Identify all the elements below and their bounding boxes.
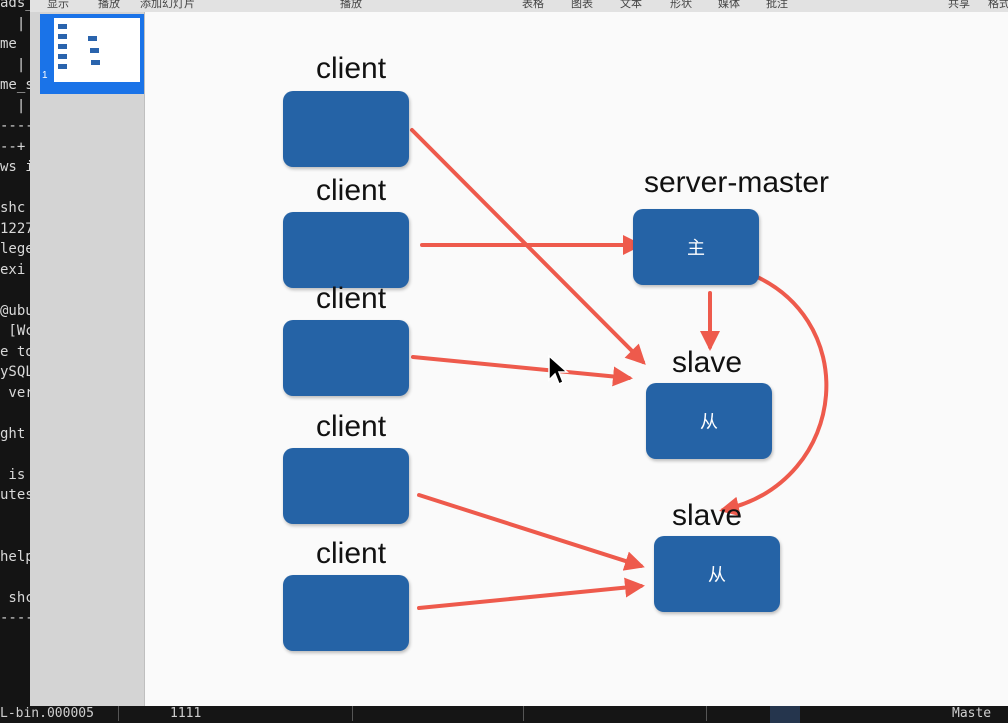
slave-node-text: 从	[708, 565, 726, 586]
client-label: client	[316, 174, 387, 207]
thumb-node	[58, 34, 67, 39]
slide-canvas[interactable]: client client client client client serve…	[145, 12, 1008, 706]
thumb-node	[58, 24, 67, 29]
toolbar-chart-button[interactable]: 图表	[571, 0, 593, 10]
terminal-line	[0, 568, 30, 586]
terminal-line: lege	[0, 241, 30, 257]
terminal-line: --+	[0, 138, 26, 155]
client-label: client	[316, 282, 387, 315]
client-node	[283, 575, 409, 651]
arrow-layer	[410, 128, 829, 610]
terminal-line	[0, 179, 30, 197]
toolbar-text-button[interactable]: 文本	[620, 0, 642, 10]
arrow-client3-to-slave1	[411, 355, 633, 387]
terminal-line: |	[0, 15, 26, 32]
terminal-line: |	[0, 56, 26, 73]
toolbar-play-button[interactable]: 播放	[340, 0, 362, 10]
terminal-line: is	[0, 466, 26, 483]
slide-navigator: 1	[30, 12, 145, 706]
toolbar-table-button[interactable]: 表格	[522, 0, 544, 10]
terminal-line: ws i	[0, 159, 30, 175]
terminal-line: ----	[0, 610, 30, 626]
bottom-divider	[118, 706, 119, 721]
terminal-line: e to	[0, 343, 30, 360]
terminal-line: @ubu	[0, 302, 30, 319]
toolbar-view-button[interactable]: 显示	[47, 0, 69, 10]
terminal-line: me_s	[0, 77, 30, 93]
slide-number: 1	[42, 70, 48, 81]
terminal-line: help	[0, 548, 30, 565]
toolbar-comment-button[interactable]: 批注	[766, 0, 788, 10]
terminal-line	[0, 281, 30, 299]
terminal-line: ver	[8, 384, 30, 401]
terminal-line	[0, 445, 30, 463]
master-node: 主	[633, 209, 759, 285]
terminal-line: ads_	[0, 0, 30, 11]
toolbar-format-button[interactable]: 格式	[988, 0, 1008, 10]
terminal-line: ght	[0, 425, 26, 442]
terminal-line: [Wc	[8, 323, 30, 339]
terminal-background: ads_ | me | me_s | ---- --+ ws i shc 1227 lege ex…	[0, 0, 30, 723]
client-label: client	[316, 410, 387, 443]
terminal-line: ----	[0, 118, 30, 134]
client-label: client	[316, 52, 387, 85]
thumb-node	[58, 54, 67, 59]
client-node	[283, 91, 409, 167]
slide-thumbnail-selected[interactable]: 1	[40, 14, 144, 94]
toolbar-media-button[interactable]: 媒体	[718, 0, 740, 10]
slave-node-text: 从	[700, 412, 718, 433]
slave-label: slave	[672, 346, 743, 379]
thumb-node	[58, 44, 67, 49]
toolbar-zoom-button[interactable]: 播放	[98, 0, 120, 10]
bottom-log-file: L-bin.000005	[0, 706, 94, 721]
terminal-line: ySQL	[0, 364, 30, 380]
terminal-line	[0, 507, 30, 525]
arrow-client5-to-slave2	[417, 577, 645, 610]
thumb-node	[88, 36, 97, 41]
arrow-master-to-slave2	[719, 268, 829, 517]
bottom-highlight-block	[770, 706, 800, 723]
client-label: client	[316, 537, 387, 570]
mouse-cursor-icon	[548, 354, 569, 386]
toolbar-shape-button[interactable]: 形状	[670, 0, 692, 10]
slave-node: 从	[646, 383, 772, 459]
bottom-position: 1111	[170, 706, 202, 721]
terminal-line: exi	[0, 261, 26, 278]
bottom-divider	[523, 706, 524, 721]
terminal-line: utes	[0, 487, 30, 503]
bottom-divider	[352, 706, 353, 721]
master-label: server-master	[644, 166, 830, 199]
terminal-line	[0, 404, 30, 422]
thumb-node	[58, 64, 67, 69]
client-node	[283, 320, 409, 396]
bottom-role-text: Maste	[952, 706, 992, 721]
toolbar-add-slide-button[interactable]: 添加幻灯片	[140, 0, 195, 10]
terminal-line: |	[0, 97, 26, 114]
toolbar: 显示 播放 添加幻灯片 播放 表格 图表 文本 形状 媒体 批注 共享 格式	[30, 0, 1008, 12]
bottom-divider	[706, 706, 707, 721]
terminal-line: shc	[8, 589, 30, 606]
slave-label: slave	[672, 499, 743, 532]
master-node-text: 主	[687, 238, 705, 259]
terminal-line: 1227	[0, 220, 30, 237]
slide-thumbnail-preview	[54, 18, 140, 82]
client-node	[283, 448, 409, 524]
terminal-bottom-strip: L-bin.000005 1111 Maste	[0, 706, 1008, 723]
terminal-line	[0, 527, 30, 545]
terminal-line: shc	[0, 200, 26, 216]
toolbar-share-button[interactable]: 共享	[948, 0, 970, 10]
thumb-node	[90, 48, 99, 53]
slave-node: 从	[654, 536, 780, 612]
client-node	[283, 212, 409, 288]
arrow-client4-to-slave2	[417, 493, 645, 571]
terminal-line: me	[0, 36, 17, 52]
presentation-window: 显示 播放 添加幻灯片 播放 表格 图表 文本 形状 媒体 批注 共享 格式 1	[30, 0, 1008, 706]
thumb-node	[91, 60, 100, 65]
